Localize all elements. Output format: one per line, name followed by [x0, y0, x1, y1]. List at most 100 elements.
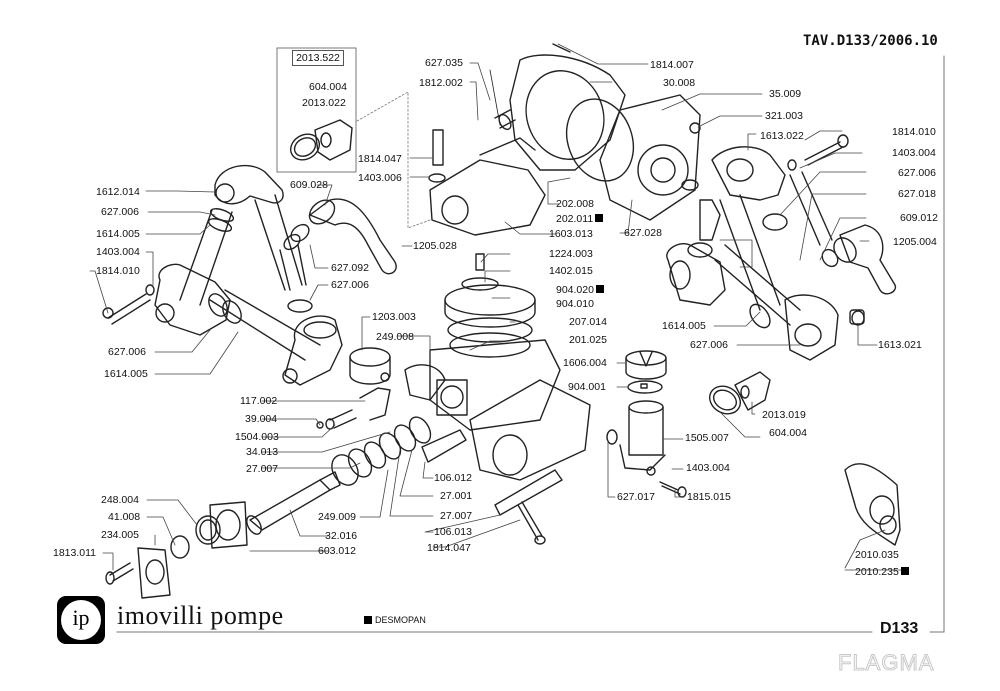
logo-initials: ip	[72, 605, 90, 630]
part-label: 1504.003	[235, 431, 279, 443]
part-label: 1403.004	[96, 246, 140, 258]
foot-brackets	[421, 429, 563, 545]
part-label: 627.006	[898, 167, 936, 179]
leader-lines	[89, 43, 906, 571]
part-label: 201.025	[569, 334, 607, 346]
part-label: 904.001	[568, 381, 606, 393]
part-label: 2013.019	[762, 409, 806, 421]
pump-cylinder-head	[599, 94, 701, 221]
part-label: 117.002	[240, 395, 278, 407]
part-label: 2010.235	[855, 566, 909, 578]
plug	[849, 309, 865, 326]
part-label: 202.008	[556, 198, 594, 210]
left-bolt	[102, 284, 155, 325]
part-label: 609.012	[900, 212, 938, 224]
desmopan-marker	[900, 567, 909, 575]
bearing-flange	[105, 501, 248, 599]
part-label: 1613.021	[878, 339, 922, 351]
brand-name: imovilli pompe	[117, 601, 284, 630]
part-label: 2010.035	[855, 549, 899, 561]
piston-seal-stack	[331, 416, 432, 486]
part-label: 1813.011	[53, 547, 97, 559]
part-label: 1814.007	[650, 59, 694, 71]
part-label: 1403.006	[358, 172, 402, 184]
part-id: 2010.235	[855, 566, 899, 578]
part-label: 627.092	[331, 262, 369, 274]
part-label: 1613.022	[760, 130, 804, 142]
part-label: 1614.005	[662, 320, 706, 332]
part-label: 32.016	[325, 530, 358, 542]
part-label: 321.003	[765, 110, 803, 122]
part-label: 249.008	[376, 331, 414, 343]
pump-head-cover	[509, 43, 635, 182]
part-label: 1606.004	[563, 357, 607, 369]
part-label: 27.007	[246, 463, 279, 475]
part-label: 1814.047	[358, 153, 402, 165]
kit-label: 2013.522	[292, 50, 344, 66]
crank-counterweight	[349, 347, 391, 385]
drive-shaft	[246, 471, 341, 535]
part-label: 1614.005	[104, 368, 148, 380]
material-legend: DESMOPAN	[364, 615, 426, 625]
desmopan-marker	[595, 214, 604, 222]
desmopan-marker	[595, 285, 604, 293]
part-label: 627.006	[331, 279, 369, 291]
part-label: 609.028	[290, 179, 328, 191]
part-id: 904.020	[556, 284, 594, 296]
part-label: 1403.004	[892, 147, 936, 159]
part-label: 1505.007	[685, 432, 729, 444]
right-manifold	[666, 146, 839, 361]
pump-body	[404, 253, 591, 481]
elbow-hose-left	[279, 198, 397, 313]
part-label: 1812.002	[419, 77, 463, 89]
part-label: 30.008	[663, 77, 696, 89]
right-bolt	[787, 134, 849, 171]
part-label: 1614.005	[96, 228, 140, 240]
legend-text: DESMOPAN	[375, 615, 426, 625]
connecting-rod	[316, 387, 391, 430]
kit-part-label: 604.004	[309, 81, 347, 93]
part-label: 27.001	[440, 490, 473, 502]
left-manifold	[154, 164, 343, 386]
logo-circle	[61, 600, 101, 640]
part-label: 41.008	[108, 511, 141, 523]
drawing-code: D133	[880, 620, 919, 637]
part-label: 627.017	[617, 491, 655, 503]
part-label: 904.020	[556, 284, 604, 296]
valve-cover-left	[428, 69, 546, 236]
part-label: 627.006	[108, 346, 146, 358]
part-label: 106.013	[434, 526, 472, 538]
part-label: 604.004	[769, 427, 807, 439]
oil-reservoir	[606, 350, 687, 498]
part-label: 627.006	[101, 206, 139, 218]
part-label: 207.014	[569, 316, 607, 328]
table-id: TAV.D133/2006.10	[803, 33, 938, 49]
part-label: 1224.003	[549, 248, 593, 260]
valve-right	[708, 371, 771, 415]
part-label: 1205.004	[893, 236, 937, 248]
kit-pointer-dotted	[356, 91, 431, 229]
part-label: 1203.003	[372, 311, 416, 323]
part-label: 248.004	[101, 494, 139, 506]
part-label: 106.012	[434, 472, 472, 484]
part-label: 1402.015	[549, 265, 593, 277]
part-label: 27.007	[440, 510, 473, 522]
part-label: 39.004	[245, 413, 278, 425]
part-label: 1814.010	[96, 265, 140, 277]
part-label: 249.009	[318, 511, 356, 523]
part-label: 627.018	[898, 188, 936, 200]
part-label: 1815.015	[687, 491, 731, 503]
kit-part-label: 2013.022	[302, 97, 346, 109]
part-label: 1612.014	[96, 186, 140, 198]
part-label: 1403.004	[686, 462, 730, 474]
part-label: 1814.010	[892, 126, 936, 138]
membrane	[844, 463, 901, 546]
part-label: 1814.047	[427, 542, 471, 554]
kit-valve-part	[289, 119, 353, 161]
part-label: 1603.013	[549, 228, 593, 240]
part-label: 603.012	[318, 545, 356, 557]
part-label: 234.005	[101, 529, 139, 541]
part-label: 202.011	[556, 213, 604, 225]
kit-frame	[276, 47, 357, 173]
